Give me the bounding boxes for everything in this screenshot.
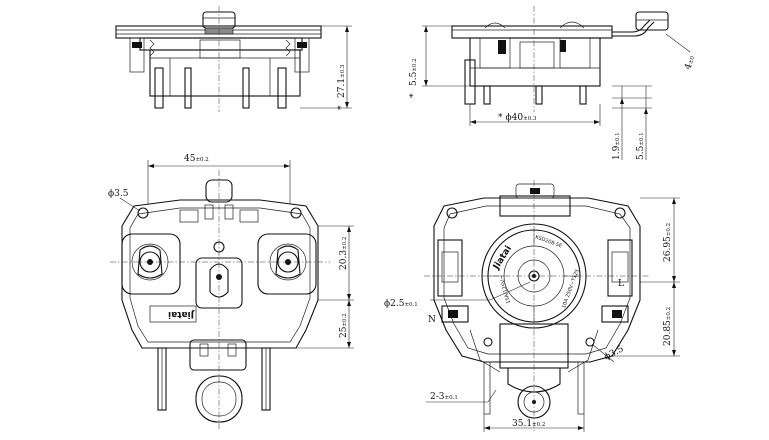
dim-1-9-value: 1.9 <box>612 145 622 160</box>
dim-20-3-tol: ±0.2 <box>342 237 348 250</box>
dim-wire-tol: ±0 <box>688 55 696 65</box>
dim-20-85-tol: ±0.2 <box>666 307 672 320</box>
svg-text:25±0.2: 25±0.2 <box>339 313 349 338</box>
dim-5-5-value: 5.5 <box>409 71 419 86</box>
svg-text:20.3±0.2: 20.3±0.2 <box>339 237 349 270</box>
front-elevation-view <box>115 6 352 112</box>
svg-text:26.95±0.2: 26.95±0.2 <box>663 223 673 262</box>
dim-35-1-value: 35.1 <box>512 419 532 429</box>
dim-phi40-tol: ±0.3 <box>523 116 537 122</box>
dim-5-5-star: * <box>409 93 419 98</box>
dim-phi2-5: ϕ2.5±0.1 <box>384 299 418 309</box>
svg-text:5.5±0.1: 5.5±0.1 <box>636 132 646 160</box>
rating2-text: 15A/125V~ <box>499 275 512 304</box>
dim-26-95-tol: ±0.2 <box>666 223 672 236</box>
dim-27-1-star: * <box>337 105 347 110</box>
dim-2-3: 2-3±0.1 <box>430 392 458 402</box>
dim-5-5r-tol: ±0.1 <box>639 132 645 145</box>
brand-left: Jiatai <box>168 309 195 319</box>
dim-20-85: 20.85±0.2 <box>663 307 673 346</box>
dim-hole-right-text: ϕ3.5 <box>603 344 626 363</box>
dim-phi2-5-tol: ±0.1 <box>404 302 417 308</box>
dim-26-95-value: 26.95 <box>663 236 673 262</box>
side-elevation-view <box>422 6 691 160</box>
dim-20-3-value: 20.3 <box>339 250 349 270</box>
dim-5-5-right: 5.5±0.1 <box>636 132 646 160</box>
dim-35-1-tol: ±0.2 <box>532 422 545 428</box>
svg-text:20.85±0.2: 20.85±0.2 <box>663 307 673 346</box>
dim-35-1: 35.1±0.2 <box>512 419 545 429</box>
dim-25-tol: ±0.2 <box>342 313 348 326</box>
dim-hole-right: ϕ3.5 <box>603 344 626 363</box>
dim-5-5-side: * 5.5±0.2 <box>409 58 419 98</box>
dim-27-1: * 27.1±0.3 <box>337 64 347 110</box>
svg-text:1.9±0.1: 1.9±0.1 <box>612 132 622 160</box>
dim-wire-value: 4 <box>683 62 694 71</box>
dim-45: 45±0.2 <box>184 154 209 164</box>
terminal-n-label: N <box>428 315 436 325</box>
dim-phi2-5-value: ϕ2.5 <box>384 299 405 309</box>
brand-left-text: Jiatai <box>168 309 195 319</box>
dim-20-3: 20.3±0.2 <box>339 237 349 270</box>
dim-2-3-value: 2-3 <box>430 392 445 402</box>
terminal-l-label: L <box>618 279 624 289</box>
dim-phi40: *ϕ40±0.3 <box>498 113 537 123</box>
svg-text:5.5±0.2: 5.5±0.2 <box>409 58 419 86</box>
svg-text:4±0: 4±0 <box>683 54 697 71</box>
dim-2-3-tol: ±0.1 <box>445 395 458 401</box>
dim-1-9-tol: ±0.1 <box>615 132 621 145</box>
dim-wire-4: 4±0 <box>683 54 697 71</box>
dim-5-5-tol: ±0.2 <box>412 58 418 71</box>
dim-45-tol: ±0.2 <box>195 157 208 163</box>
bottom-plan-view <box>424 180 680 432</box>
dim-27-1-tol: ±0.3 <box>340 64 346 78</box>
dim-25-value: 25 <box>339 326 349 338</box>
dim-5-5r-value: 5.5 <box>636 145 646 160</box>
dim-hole-left: ϕ3.5 <box>108 189 129 199</box>
dim-45-value: 45 <box>184 154 196 164</box>
dim-phi40-star: * <box>498 113 503 123</box>
brand-right-text: Jiatai <box>491 244 514 272</box>
dim-25: 25±0.2 <box>339 313 349 338</box>
svg-text:*: * <box>409 93 419 98</box>
dim-20-85-value: 20.85 <box>663 320 673 346</box>
svg-text:27.1±0.3: 27.1±0.3 <box>337 64 347 98</box>
top-plan-view <box>110 160 354 430</box>
svg-text:*: * <box>337 105 347 110</box>
dim-phi40-value: ϕ40 <box>506 113 524 123</box>
dim-26-95: 26.95±0.2 <box>663 223 673 262</box>
dim-27-1-value: 27.1 <box>337 78 347 98</box>
dim-1-9: 1.9±0.1 <box>612 132 622 160</box>
